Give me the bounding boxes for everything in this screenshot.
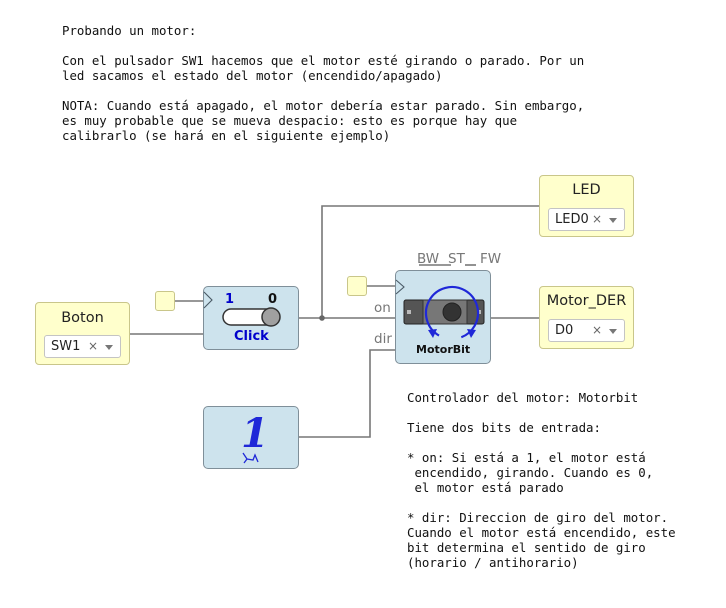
switch-knob-icon [261,307,281,327]
switch-initial-input[interactable] [155,291,175,311]
clear-icon[interactable]: × [87,339,98,353]
motor-der-title: Motor_DER [546,293,627,309]
motor-der-value: D0 [555,323,574,338]
wire-junction-to-led [321,205,540,318]
boton-input-block[interactable]: Boton SW1 × [35,302,130,365]
boton-input-value: SW1 [51,339,81,354]
boton-input-select[interactable]: SW1 × [44,335,121,358]
switch-label-one: 1 [225,292,235,307]
wire-junction [319,315,325,321]
motorbit-port-dir: dir [374,331,392,347]
boton-input-title: Boton [61,310,104,326]
motorbit-port-bw: BW [417,251,440,267]
clear-icon[interactable]: × [591,212,602,226]
chevron-down-icon[interactable] [609,218,617,223]
motor-description-note: Controlador del motor: Motorbit Tiene do… [407,390,676,570]
rotation-arc-icon [424,285,480,341]
led-output-block[interactable]: LED LED0 × [539,175,634,237]
motorbit-graphic [395,279,485,341]
intro-note: Probando un motor: Con el pulsador SW1 h… [62,23,585,143]
motorbit-port-st: ST [448,251,465,267]
switch-graphic [203,291,281,327]
hand-cursor-icon [242,452,259,464]
led-output-title: LED [572,182,601,198]
motorbit-initial-input[interactable] [347,276,367,296]
led-output-value: LED0 [555,212,589,227]
motorbit-port-fw: FW [480,251,502,267]
chevron-down-icon[interactable] [105,345,113,350]
chevron-down-icon[interactable] [609,329,617,334]
motorbit-port-on: on [374,300,391,316]
motorbit-block[interactable]: MotorBit [395,270,491,364]
clear-icon[interactable]: × [591,323,602,337]
motor-shaft-icon [442,302,462,322]
wire-constant-to-dir [298,349,396,438]
motor-der-select[interactable]: D0 × [548,319,625,342]
constant-value[interactable]: 1 [241,410,269,457]
motorbit-name: MotorBit [416,343,471,356]
switch-block[interactable]: 1 0 Click [203,286,299,350]
motor-der-output-block[interactable]: Motor_DER D0 × [539,286,634,349]
constant-block[interactable]: 1 [203,406,299,469]
switch-click-label[interactable]: Click [234,329,269,344]
led-output-select[interactable]: LED0 × [548,208,625,231]
switch-label-zero: 0 [268,292,278,307]
